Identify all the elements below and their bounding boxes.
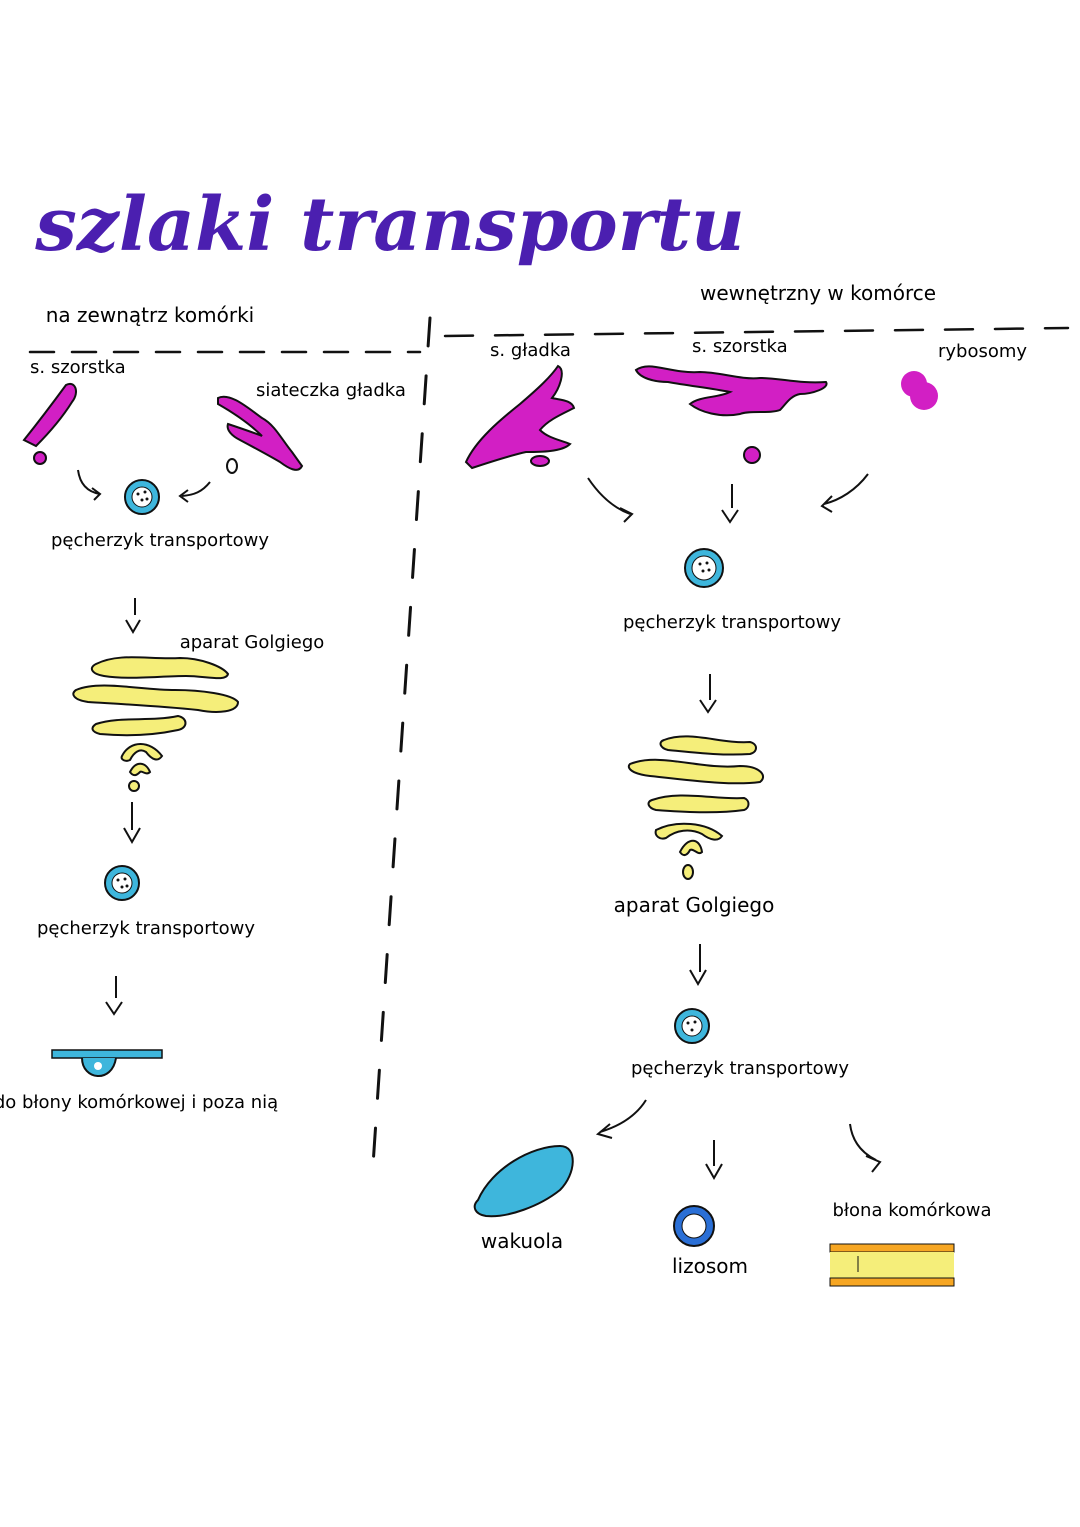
left-rough-er-shape bbox=[22, 382, 77, 465]
left-vesicle-2-icon bbox=[104, 865, 140, 901]
left-header: na zewnątrz komórki bbox=[46, 303, 255, 327]
vacuole-label: wakuola bbox=[481, 1229, 563, 1253]
left-smooth-er-label: siateczka gładka bbox=[256, 380, 406, 401]
right-vesicle-2-label: pęcherzyk transportowy bbox=[631, 1058, 849, 1079]
right-arrow-4 bbox=[699, 674, 717, 714]
right-arrow-1 bbox=[587, 477, 634, 523]
right-header-line bbox=[443, 326, 1070, 338]
right-rough-er-label: s. szorstka bbox=[692, 336, 788, 357]
right-golgi-label: aparat Golgiego bbox=[614, 893, 775, 917]
left-golgi-shape bbox=[72, 656, 240, 792]
left-arrow-4 bbox=[123, 802, 141, 845]
ribosome-shape bbox=[901, 371, 938, 410]
left-vesicle-1-label: pęcherzyk transportowy bbox=[51, 530, 269, 551]
left-destination-label: do błony komórkowej i poza nią bbox=[0, 1092, 278, 1113]
cell-membrane-label: błona komórkowa bbox=[832, 1200, 991, 1221]
left-smooth-er-shape bbox=[217, 395, 304, 474]
vacuole-shape bbox=[473, 1144, 574, 1218]
right-golgi-shape bbox=[627, 735, 765, 880]
right-arrow-6 bbox=[595, 1099, 647, 1139]
ribosomes-label: rybosomy bbox=[938, 341, 1027, 362]
right-arrow-8 bbox=[849, 1123, 882, 1173]
right-arrow-5 bbox=[689, 944, 707, 987]
right-vesicle-2-icon bbox=[674, 1008, 710, 1044]
left-arrow-1 bbox=[77, 469, 102, 501]
left-arrow-2 bbox=[178, 481, 211, 503]
left-vesicle-1-icon bbox=[124, 479, 160, 515]
left-vesicle-2-label: pęcherzyk transportowy bbox=[37, 918, 255, 939]
right-arrow-3 bbox=[820, 473, 869, 513]
right-arrow-2 bbox=[721, 484, 739, 524]
left-rough-er-label: s. szorstka bbox=[30, 357, 126, 378]
right-header: wewnętrzny w komórce bbox=[700, 281, 936, 305]
left-arrow-3 bbox=[125, 598, 141, 634]
right-vesicle-1-label: pęcherzyk transportowy bbox=[623, 612, 841, 633]
right-arrow-7 bbox=[705, 1140, 723, 1181]
page-title: szlaki transportu bbox=[34, 182, 745, 268]
left-arrow-5 bbox=[105, 976, 123, 1016]
left-golgi-label: aparat Golgiego bbox=[180, 632, 325, 653]
right-rough-er-shape bbox=[634, 365, 828, 464]
right-smooth-er-shape bbox=[464, 364, 576, 470]
cell-membrane-shape bbox=[829, 1243, 955, 1287]
right-smooth-er-label: s. gładka bbox=[490, 340, 571, 361]
lysosome-label: lizosom bbox=[672, 1254, 748, 1278]
right-vesicle-1-icon bbox=[684, 548, 724, 588]
left-membrane-shape bbox=[51, 1049, 163, 1077]
column-divider bbox=[370, 316, 432, 1182]
lysosome-shape bbox=[673, 1205, 715, 1247]
